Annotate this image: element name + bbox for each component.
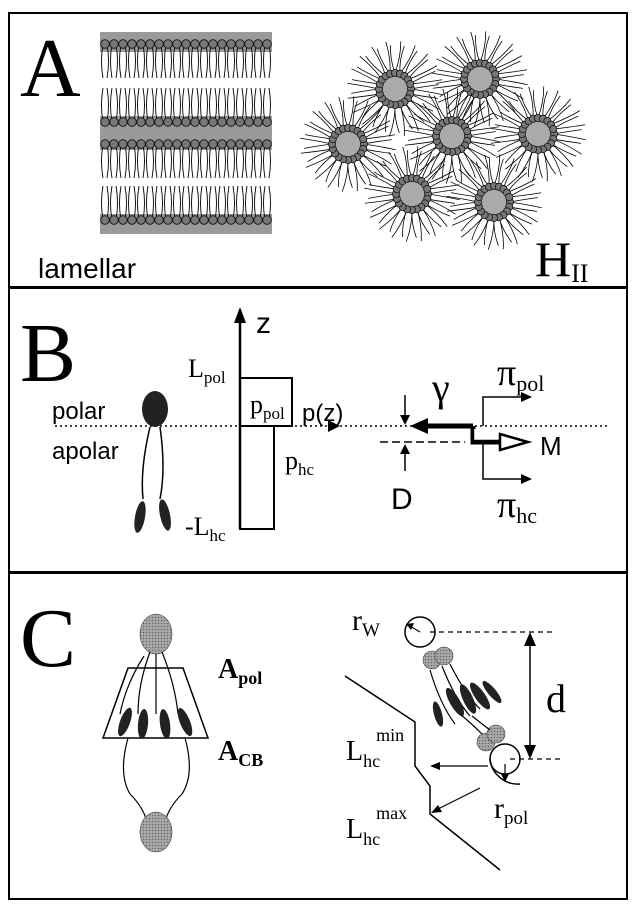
lipid-molecule — [132, 391, 173, 534]
molecule-with-trapezoid — [103, 614, 208, 852]
hexagonal-label: HII — [535, 231, 588, 286]
p-hc-box — [240, 426, 274, 529]
M-label: M — [540, 431, 562, 461]
panel-b-letter: B — [20, 307, 76, 400]
r-pol-label: rpol — [494, 792, 528, 829]
lamellar-label: lamellar — [38, 253, 136, 284]
polar-label: polar — [52, 398, 105, 425]
L-max-arrow — [438, 788, 480, 809]
panel-a-letter: A — [20, 22, 81, 115]
D-label: D — [391, 483, 413, 516]
L-min-label: Lhcmin — [346, 725, 404, 771]
p-hc-label: phc — [285, 446, 315, 479]
hexagonal-illustration — [300, 31, 585, 249]
z-label: z — [256, 307, 271, 340]
r-W-label: rW — [352, 604, 380, 641]
p-pol-label: ppol — [250, 390, 285, 423]
M-arrow — [500, 434, 528, 450]
L-pol-label: Lpol — [188, 354, 226, 387]
pi-hc-label: πhc — [497, 484, 537, 528]
p-z-label: p(z) — [302, 400, 343, 427]
panel-c: C Apol ACB — [8, 572, 628, 900]
L-max-label: Lhcmax — [346, 803, 407, 849]
panel-b-canvas: B z Lpol ppol p(z) phc -Lhc polar apolar — [10, 289, 626, 571]
L-hc-label: -Lhc — [185, 512, 226, 545]
panel-c-letter: C — [20, 592, 76, 685]
apolar-label: apolar — [52, 438, 119, 465]
panel-c-canvas: C Apol ACB — [10, 574, 626, 898]
gamma-label: γ — [431, 365, 450, 410]
z-axis-arrow — [234, 307, 246, 323]
A-pol-label: Apol — [218, 654, 262, 688]
panel-a: A lamellar HII — [8, 12, 628, 288]
lamellar-illustration — [100, 32, 272, 234]
panel-b: B z Lpol ppol p(z) phc -Lhc polar apolar — [8, 287, 628, 573]
pi-pol-label: πpol — [497, 352, 544, 396]
A-CB-label: ACB — [218, 736, 263, 770]
panel-a-canvas: A lamellar HII — [10, 14, 626, 286]
pi-pol-arrow — [483, 397, 525, 426]
d-label: d — [546, 676, 566, 721]
